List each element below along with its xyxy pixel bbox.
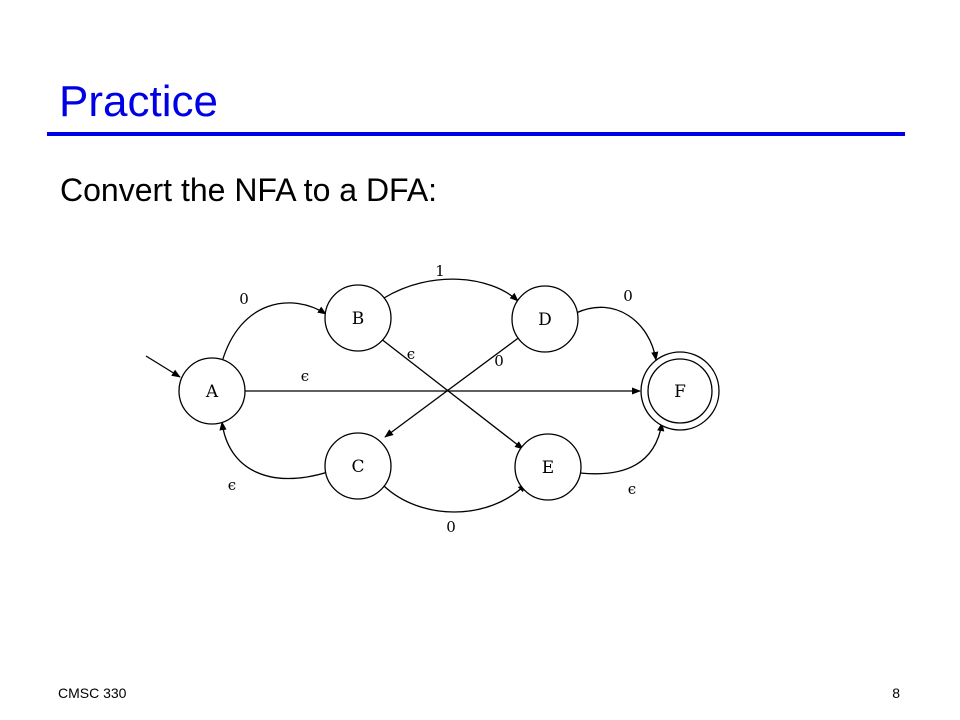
edge-c-to-a — [219, 421, 329, 480]
course-footer: CMSC 330 — [58, 685, 127, 701]
edge-d-to-f — [575, 306, 659, 361]
edge-b-to-d — [383, 278, 519, 302]
state-e: E — [514, 433, 582, 501]
state-c: C — [324, 432, 392, 500]
edge-label-c-a: ϵ — [228, 476, 236, 494]
page-number: 8 — [892, 685, 900, 701]
edge-a-to-b — [221, 302, 327, 363]
start-arrow — [145, 355, 181, 378]
state-label-f: F — [674, 382, 686, 402]
edge-label-a-b: 0 — [239, 290, 249, 308]
state-b: B — [324, 284, 392, 352]
edge-e-to-f — [579, 422, 665, 475]
edge-label-e-f: ϵ — [628, 480, 636, 498]
slide-title: Practice — [59, 77, 218, 126]
edge-label-a-f: ϵ — [301, 367, 309, 385]
edge-label-d-c: 0 — [494, 352, 504, 370]
edge-label-c-e: 0 — [446, 518, 456, 536]
state-d: D — [511, 285, 579, 353]
edge-label-b-e: ϵ — [407, 345, 415, 363]
state-label-c: C — [351, 457, 364, 477]
edge-d-to-c — [384, 335, 522, 438]
edge-label-d-f: 0 — [623, 287, 633, 305]
state-label-d: D — [538, 310, 552, 330]
state-label-a: A — [205, 382, 219, 402]
state-f-accepting: F — [640, 351, 720, 431]
edge-b-to-e — [379, 337, 524, 450]
edge-label-b-d: 1 — [435, 262, 445, 280]
slide-subtitle: Convert the NFA to a DFA: — [60, 172, 438, 208]
edge-c-to-e — [383, 483, 527, 513]
state-label-e: E — [542, 458, 554, 478]
state-label-b: B — [352, 309, 365, 329]
title-underline — [47, 132, 905, 136]
state-a: A — [178, 357, 246, 425]
